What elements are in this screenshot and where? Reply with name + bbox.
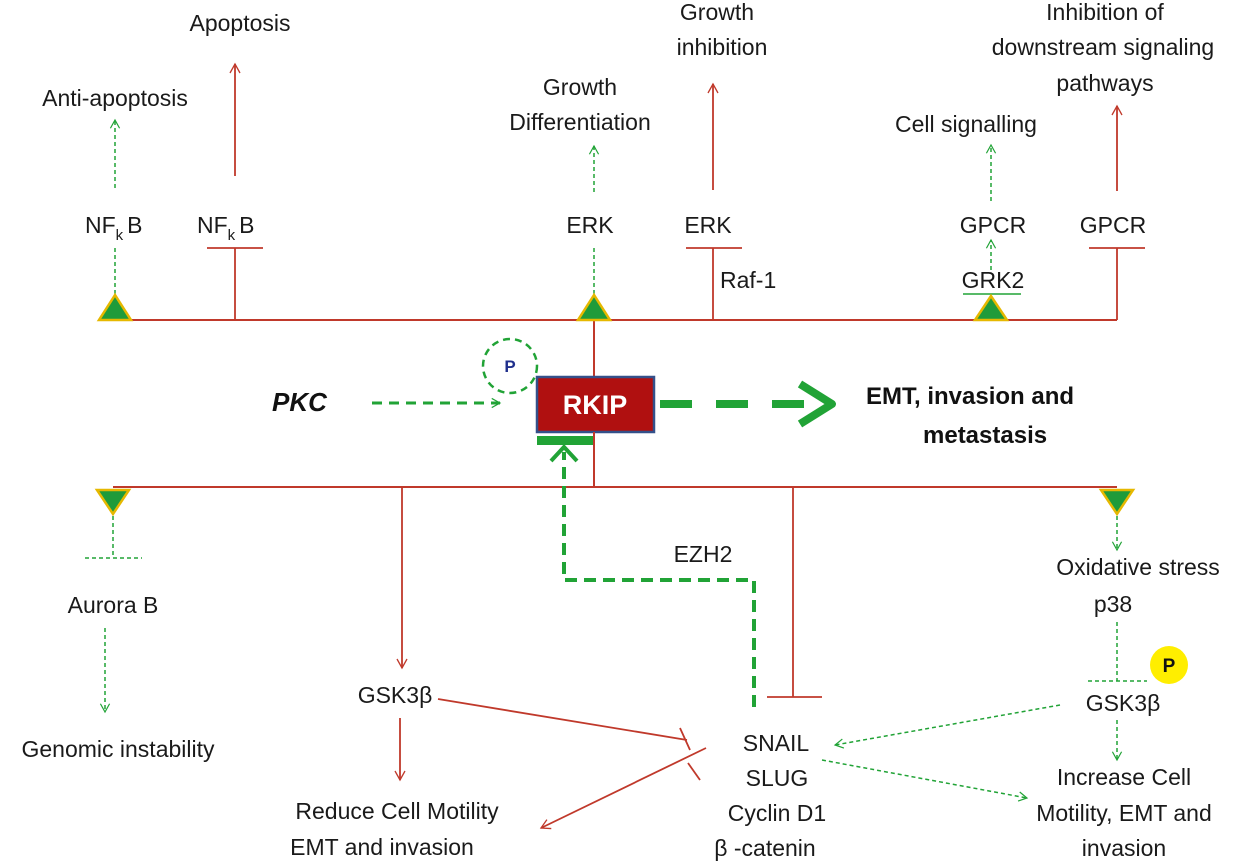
nfkb-right-branch <box>207 62 263 320</box>
inhibition-downstream-label-1: Inhibition of <box>1046 0 1164 25</box>
top-bus <box>115 319 1117 378</box>
inhibition-triangle-aurora <box>94 488 132 517</box>
inhibition-triangle-oxidative <box>1098 488 1136 517</box>
gpcr-left-branch <box>963 143 1021 322</box>
growth-differentiation-label-1: Growth <box>543 74 617 100</box>
apoptosis-label: Apoptosis <box>189 10 290 36</box>
inhibition-downstream-label-2: downstream signaling <box>992 34 1214 60</box>
grk2-label: GRK2 <box>962 267 1025 293</box>
growth-inhibition-label-1: Growth <box>680 0 754 25</box>
oxidative-stress-label: Oxidative stress <box>1056 554 1220 580</box>
erk-left-branch <box>575 144 613 322</box>
gsk3b-inhibits-snail <box>437 698 688 741</box>
rkip-inhibition-bar <box>537 436 593 445</box>
raf1-label: Raf-1 <box>720 267 776 293</box>
emt-label-2: metastasis <box>923 422 1047 449</box>
ezh2-label: EZH2 <box>674 541 733 567</box>
genomic-instability-label: Genomic instability <box>21 736 215 762</box>
gpcr-right-branch <box>1089 104 1145 320</box>
gsk3b-to-snail-arrow <box>833 704 1061 749</box>
nfkb-left-branch <box>96 118 134 322</box>
growth-differentiation-label-2: Differentiation <box>509 109 651 135</box>
p38-label: p38 <box>1094 591 1132 617</box>
increase-motility-label-1: Increase Cell <box>1057 764 1191 790</box>
cell-signalling-label: Cell signalling <box>895 111 1037 137</box>
activation-triangle-erk <box>575 292 613 322</box>
rkip-to-emt-arrowhead <box>797 380 836 428</box>
gpcr-left-label: GPCR <box>960 212 1026 238</box>
rkip-label: RKIP <box>563 390 628 420</box>
erk-right-branch <box>686 82 742 320</box>
erk-left-label: ERK <box>566 212 614 238</box>
aurora-b-label: Aurora B <box>68 592 159 618</box>
growth-inhibition-label-2: inhibition <box>677 34 768 60</box>
phosphorylation-label: P <box>504 357 515 376</box>
phospho-yellow-circle <box>1150 646 1188 684</box>
slug-label: SLUG <box>746 765 809 791</box>
phospho-yellow-label: P <box>1163 656 1176 677</box>
gsk3b-left-label: GSK3β <box>358 682 433 708</box>
erk-right-label: ERK <box>684 212 732 238</box>
activation-triangle-nfkb <box>96 292 134 322</box>
reduce-motility-label-1: Reduce Cell Motility <box>295 798 499 824</box>
gpcr-right-label: GPCR <box>1080 212 1146 238</box>
rkip-box <box>535 375 656 434</box>
gsk3b-right-label: GSK3β <box>1086 690 1161 716</box>
emt-label-1: EMT, invasion and <box>866 383 1074 410</box>
bottom-bus <box>113 432 1117 488</box>
anti-apoptosis-label: Anti-apoptosis <box>42 85 188 111</box>
inhibition-downstream-label-3: pathways <box>1056 70 1153 96</box>
phosphorylation-circle <box>481 337 539 395</box>
cyclin-d1-label: Cyclin D1 <box>728 800 826 826</box>
snail-to-increase-motility-arrow <box>821 759 1029 802</box>
increase-motility-label-2: Motility, EMT and <box>1036 800 1212 826</box>
snail-to-reduce-motility-arrow <box>539 747 707 830</box>
pkc-label: PKC <box>272 387 328 417</box>
increase-motility-label-3: invasion <box>1082 835 1166 861</box>
snail-ezh2-feedback-path <box>562 452 756 707</box>
activation-triangle-grk2 <box>972 293 1010 322</box>
reduce-motility-label-2: EMT and invasion <box>290 834 474 860</box>
beta-catenin-label: β -catenin <box>714 835 815 861</box>
snail-label: SNAIL <box>743 730 810 756</box>
